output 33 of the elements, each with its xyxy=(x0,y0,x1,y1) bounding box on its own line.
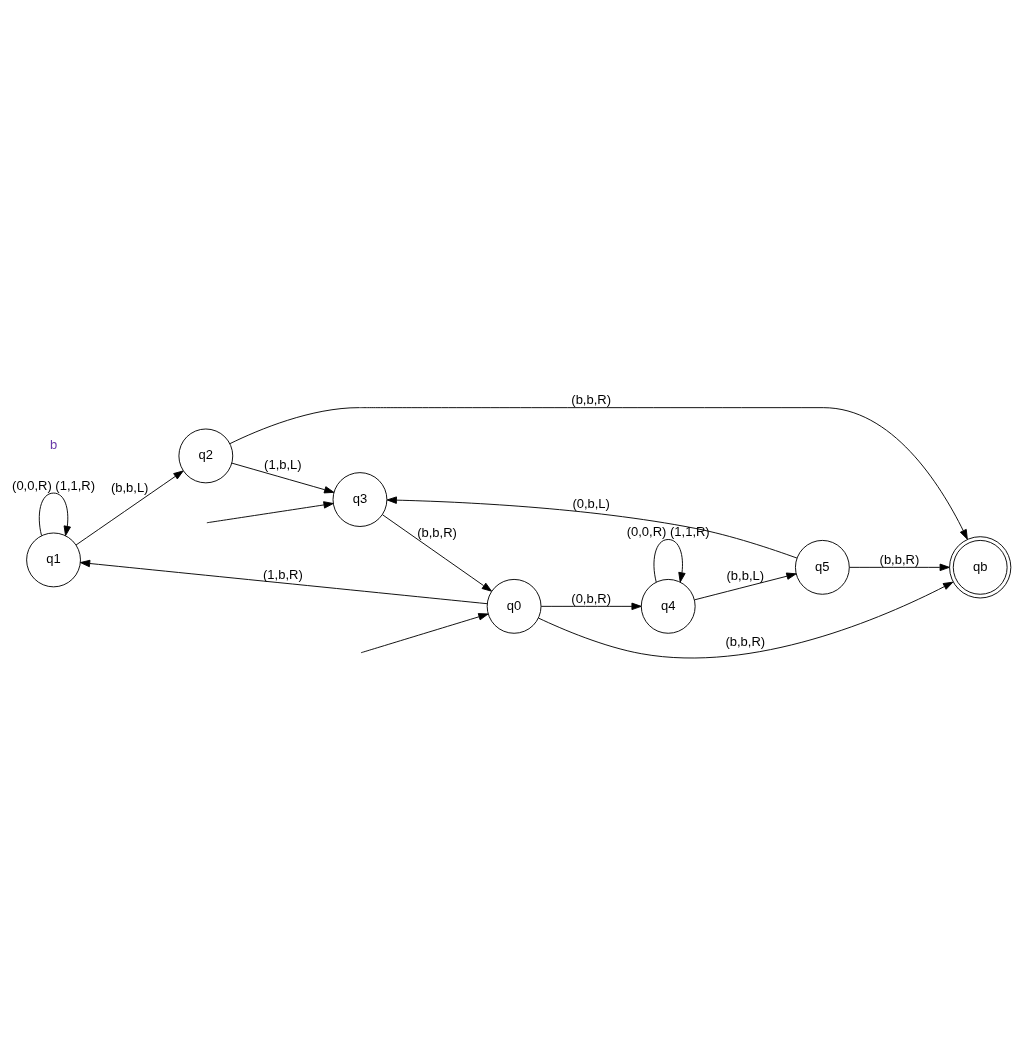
edge-label: (1,b,R) xyxy=(263,566,303,582)
node-circle: q2 xyxy=(178,428,234,484)
arrow xyxy=(231,462,335,494)
edge-label: (1,b,L) xyxy=(264,457,302,473)
edge-label: (0,b,L) xyxy=(572,496,610,512)
arrow xyxy=(540,602,642,611)
label: b xyxy=(49,437,58,453)
node-circle: q4 xyxy=(640,578,696,634)
edge-label: (b,b,R) xyxy=(417,524,457,540)
edge-label: (b,b,L) xyxy=(110,480,149,496)
arrow xyxy=(653,539,686,583)
node-circle: q0 xyxy=(486,578,542,634)
edge-label: (b,b,R) xyxy=(725,634,766,650)
edge-label: (0,0,R) (1,1,R) xyxy=(626,523,710,539)
edge-label: (0,0,R) (1,1,R) xyxy=(12,477,96,493)
arrow xyxy=(848,563,950,572)
node-circle: q1 xyxy=(26,532,81,588)
edge-label: (b,b,R) xyxy=(571,392,611,408)
arrow xyxy=(229,407,968,540)
node-circle: q3 xyxy=(332,472,388,527)
arrow xyxy=(694,572,797,601)
arrow xyxy=(75,470,184,546)
node-circle: q5 xyxy=(794,539,850,595)
arrow xyxy=(38,492,71,537)
arrow xyxy=(386,496,798,559)
edge-label: (b,b,R) xyxy=(879,551,920,567)
arrow xyxy=(538,581,954,659)
arrow xyxy=(360,613,489,654)
arrow xyxy=(206,501,334,524)
edge-label: (b,b,L) xyxy=(726,567,765,583)
arrow xyxy=(79,559,488,605)
arrow xyxy=(381,514,492,592)
edge-label: (0,b,R) xyxy=(571,590,611,606)
